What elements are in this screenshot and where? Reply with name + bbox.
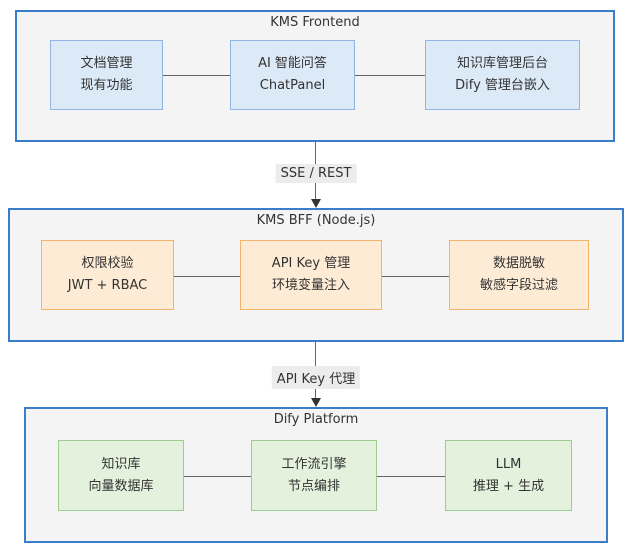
- connector-bff-2-3: [382, 276, 449, 277]
- node-doc-management-line1: 文档管理: [80, 56, 133, 71]
- node-kb-admin-line1: 知识库管理后台: [456, 56, 548, 71]
- edge-bff-to-dify-arrow: [311, 398, 321, 407]
- edge-frontend-to-bff-arrow: [311, 199, 321, 208]
- edge-label-sse-rest: SSE / REST: [275, 164, 357, 183]
- node-data-masking: 数据脱敏 敏感字段过滤: [449, 240, 589, 310]
- connector-dify-1-2: [184, 476, 251, 477]
- node-ai-qa-line2: ChatPanel: [259, 78, 326, 93]
- node-llm-line1: LLM: [495, 456, 522, 472]
- node-knowledge-base: 知识库 向量数据库: [58, 440, 184, 511]
- connector-dify-2-3: [377, 476, 445, 477]
- connector-frontend-1-2: [163, 75, 230, 76]
- node-permission-check-line1: 权限校验: [81, 256, 134, 271]
- node-llm: LLM 推理 + 生成: [445, 440, 572, 511]
- node-knowledge-base-line1: 知识库: [101, 456, 141, 472]
- node-llm-line2: 推理 + 生成: [472, 478, 545, 494]
- group-title-kms-frontend: KMS Frontend: [270, 15, 360, 30]
- edge-label-api-key-proxy: API Key 代理: [271, 366, 361, 389]
- node-ai-qa-line1: AI 智能问答: [258, 56, 327, 71]
- node-workflow-engine-line2: 节点编排: [287, 478, 340, 494]
- node-workflow-engine: 工作流引擎 节点编排: [251, 440, 377, 511]
- node-kb-admin: 知识库管理后台 Dify 管理台嵌入: [425, 40, 580, 110]
- connector-frontend-2-3: [355, 75, 425, 76]
- node-api-key-management: API Key 管理 环境变量注入: [240, 240, 382, 310]
- node-knowledge-base-line2: 向量数据库: [88, 478, 154, 494]
- node-kb-admin-line2: Dify 管理台嵌入: [455, 78, 550, 93]
- node-doc-management-line2: 现有功能: [80, 78, 133, 93]
- connector-bff-1-2: [174, 276, 240, 277]
- node-ai-qa: AI 智能问答 ChatPanel: [230, 40, 355, 110]
- node-workflow-engine-line1: 工作流引擎: [281, 456, 347, 472]
- node-data-masking-line1: 数据脱敏: [492, 256, 545, 271]
- node-doc-management: 文档管理 现有功能: [50, 40, 163, 110]
- node-data-masking-line2: 敏感字段过滤: [479, 278, 558, 293]
- node-permission-check: 权限校验 JWT + RBAC: [41, 240, 174, 310]
- group-title-kms-bff: KMS BFF (Node.js): [256, 213, 376, 228]
- node-api-key-management-line1: API Key 管理: [271, 256, 351, 271]
- node-api-key-management-line2: 环境变量注入: [271, 278, 350, 293]
- node-permission-check-line2: JWT + RBAC: [67, 278, 148, 293]
- group-title-dify-platform: Dify Platform: [273, 412, 359, 427]
